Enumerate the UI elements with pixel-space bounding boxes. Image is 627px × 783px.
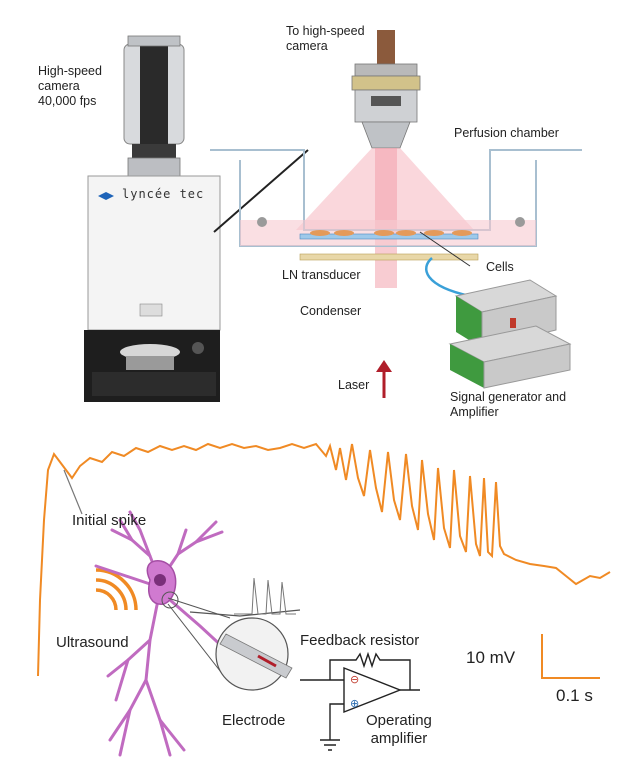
neuron (94, 510, 228, 757)
perfusion-chamber-label: Perfusion chamber (454, 126, 559, 140)
feedback-resistor-label: Feedback resistor (300, 632, 420, 649)
electrode-label: Electrode (222, 712, 286, 729)
svg-text:⊕: ⊕ (350, 697, 359, 710)
brand-label: lyncée tec (122, 187, 205, 201)
laser-label: Laser (338, 378, 370, 392)
amplifier-circuit (300, 651, 420, 751)
ln-transducer-label: LN transducer (282, 268, 361, 282)
svg-text:⊖: ⊖ (350, 673, 359, 686)
to-camera-label: To high-speed camera (286, 24, 365, 53)
ultrasound-label: Ultrasound (56, 634, 129, 651)
operating-amplifier-label: Operating amplifier (366, 712, 432, 747)
microscope-camera (84, 35, 221, 402)
cells-label: Cells (486, 260, 514, 274)
condenser-label: Condenser (300, 304, 362, 318)
initial-spike-label: Initial spike (72, 512, 147, 529)
signal-generator-label: Signal generator and Amplifier (450, 390, 567, 419)
scale-mv-label: 10 mV (466, 648, 516, 667)
voltage-trace (37, 442, 611, 677)
scale-s-label: 0.1 s (556, 686, 593, 705)
scale-bar (541, 634, 600, 679)
pointer-line (213, 149, 309, 233)
spike-inset (234, 577, 296, 615)
ultrasound-waves (95, 568, 138, 611)
camera-label: High-speed camera 40,000 fps (38, 64, 102, 108)
objective-and-chamber (210, 30, 582, 398)
signal-generator-device (448, 279, 572, 389)
